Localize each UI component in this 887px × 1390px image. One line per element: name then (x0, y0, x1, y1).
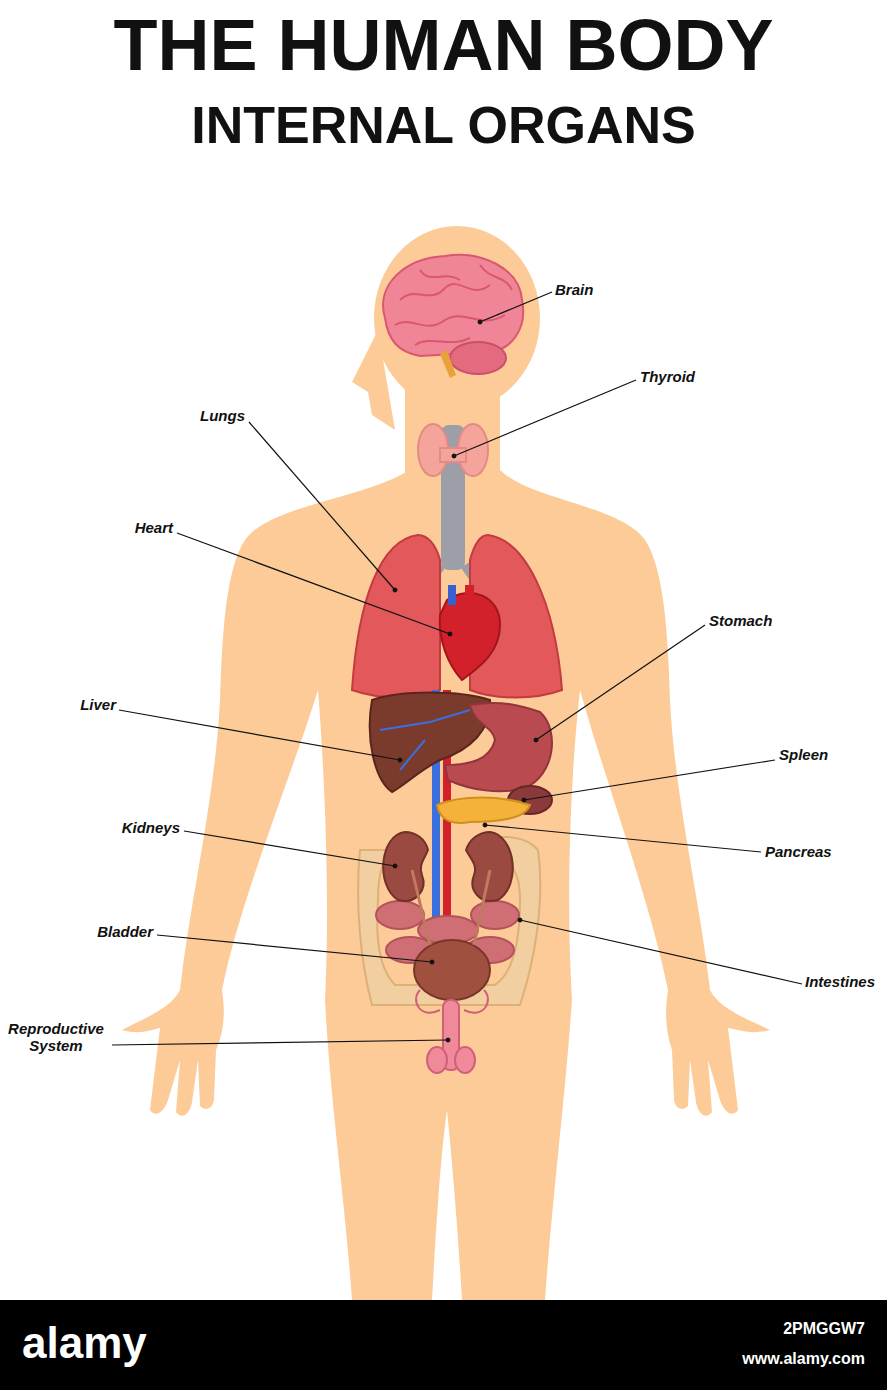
organ-label: Stomach (709, 612, 772, 629)
pancreas (437, 798, 530, 824)
organ-label: Intestines (805, 973, 875, 990)
organ-label: Thyroid (640, 368, 695, 385)
subtitle: INTERNAL ORGANS (0, 96, 887, 156)
footer-bar (0, 1300, 887, 1390)
title: THE HUMAN BODY (0, 4, 887, 87)
organ-label: Heart (135, 519, 173, 536)
organ-label: Bladder (97, 923, 153, 940)
leader-lines (112, 292, 802, 1045)
brain (383, 255, 523, 378)
body-silhouette (122, 226, 770, 1300)
bladder (414, 940, 490, 1000)
organ-label: Pancreas (765, 843, 832, 860)
lungs (352, 535, 562, 698)
organ-label: Kidneys (122, 819, 180, 836)
heart (440, 585, 500, 680)
organ-label: Lungs (200, 407, 245, 424)
watermark-logo: alamy (22, 1318, 147, 1369)
reproductive-organs (416, 990, 488, 1073)
organ-label: Reproductive System (2, 1020, 110, 1055)
organ-label: Spleen (779, 746, 828, 763)
image-id: 2PMGGW7 (783, 1320, 865, 1338)
stomach (445, 703, 552, 791)
organ-label: Liver (80, 696, 116, 713)
kidneys (383, 832, 513, 901)
leader-arrowheads (393, 320, 538, 1042)
thyroid (418, 424, 488, 476)
organ-label: Brain (555, 281, 593, 298)
watermark-url: www.alamy.com (742, 1350, 865, 1368)
